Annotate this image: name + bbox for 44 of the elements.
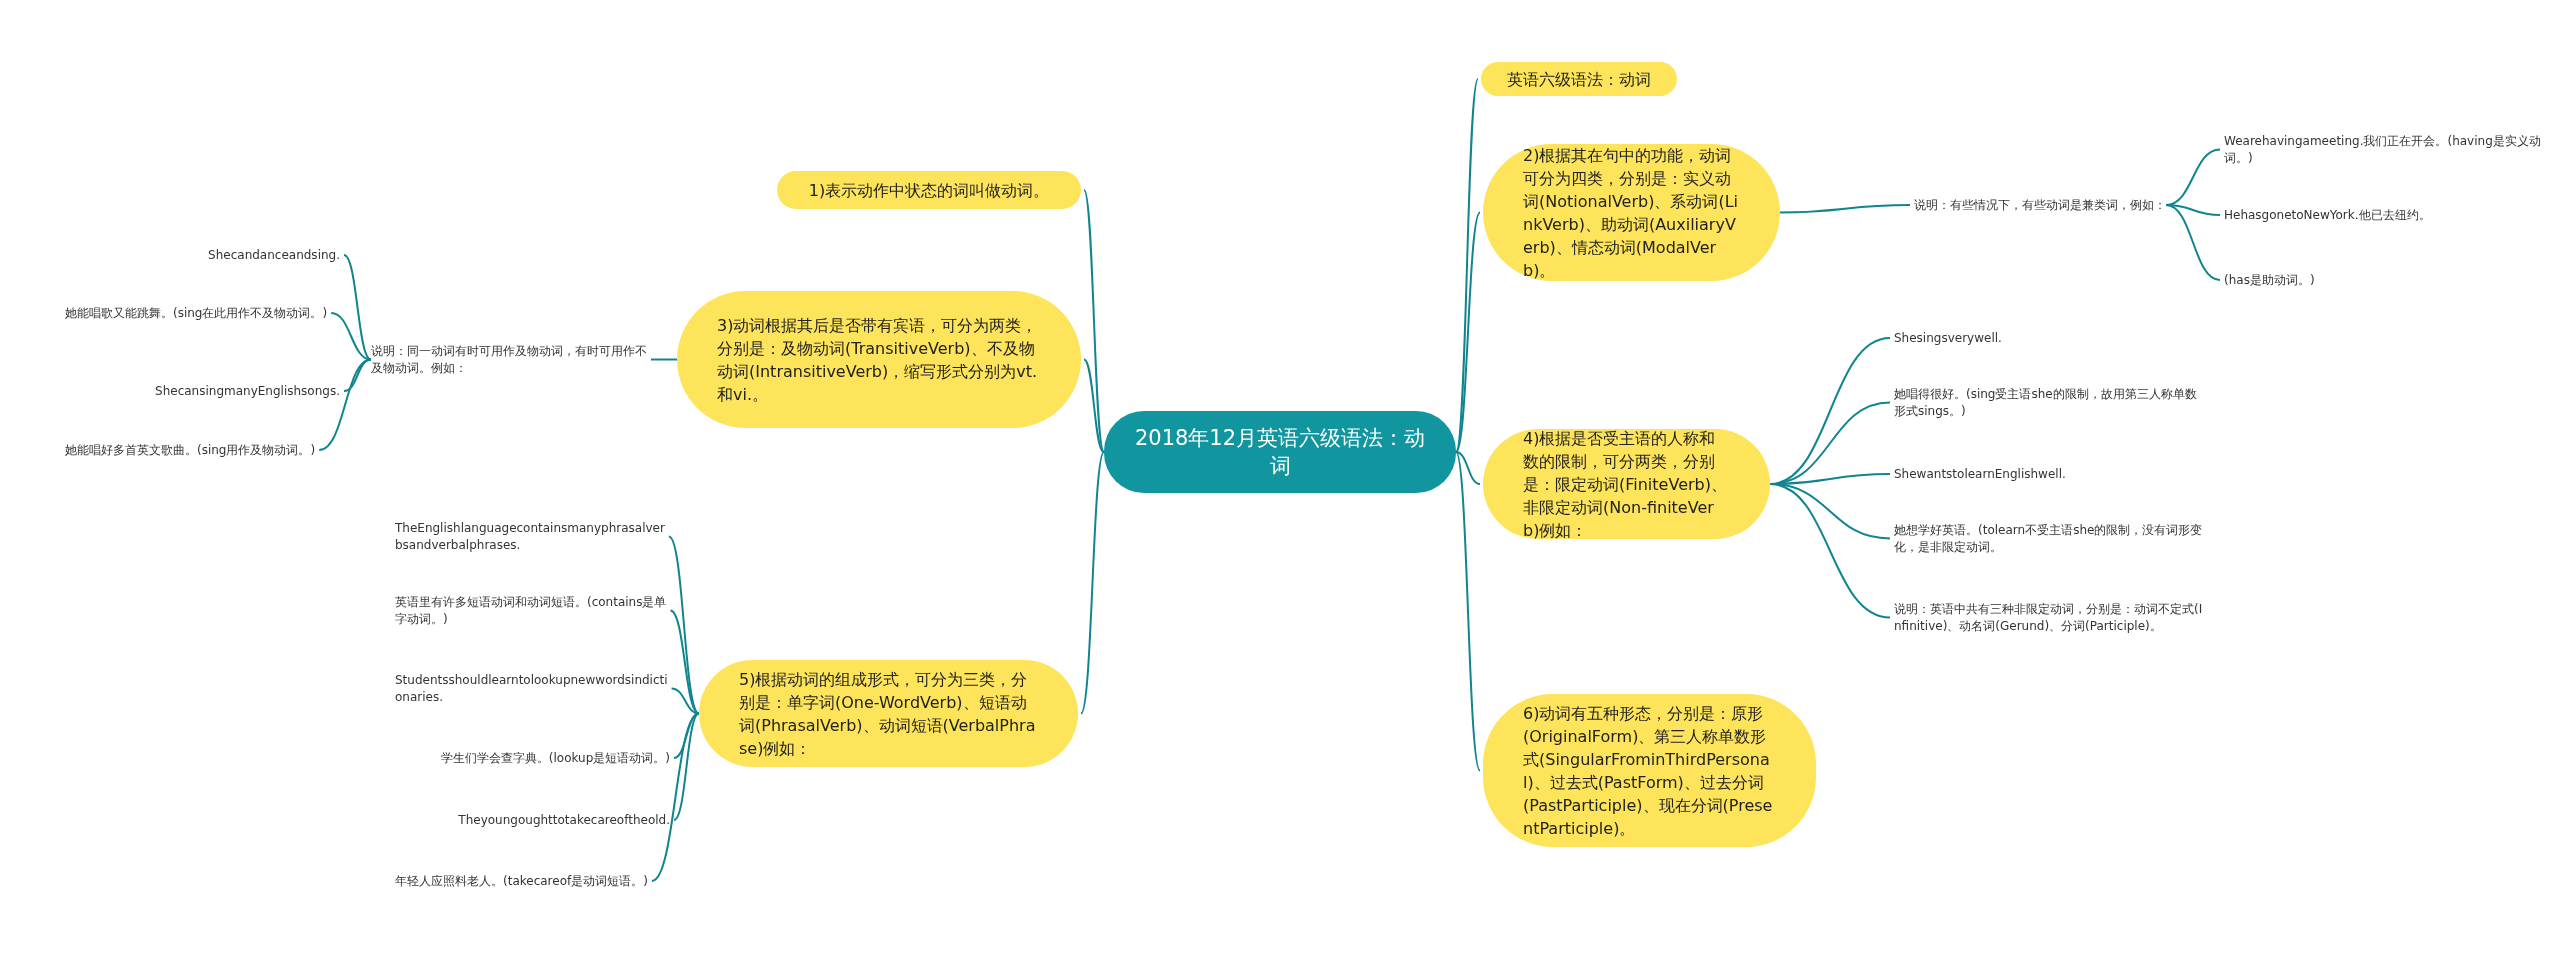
branch-line xyxy=(2165,204,2221,281)
branch-line xyxy=(1455,451,1481,772)
example-text: Shecandanceandsing. xyxy=(65,247,340,264)
topic-pill: 1)表示动作中状态的词叫做动词。 xyxy=(777,171,1081,209)
branch-line xyxy=(343,254,372,361)
topic-pill: 6)动词有五种形态，分别是：原形(OriginalForm)、第三人称单数形式(SingularFrominThirdPersonal)、过去式(PastForm)、过去分词(PastParticiple)、现在分词(PresentParticiple)。 xyxy=(1483,694,1816,847)
example-text: Theyoungoughttotakecareoftheold. xyxy=(395,812,670,829)
central-topic: 2018年12月英语六级语法：动词 xyxy=(1104,411,1456,493)
example-text: 她想学好英语。(tolearn不受主语she的限制，没有词形变化，是非限定动词。 xyxy=(1894,522,2204,556)
note-text: 说明：同一动词有时可用作及物动词，有时可用作不及物动词。例如： xyxy=(371,343,653,377)
topic-pill: 5)根据动词的组成形式，可分为三类，分别是：单字词(One-WordVerb)、短语动词(PhrasalVerb)、动词短语(VerbalPhrase)例如： xyxy=(699,660,1078,767)
branch-line xyxy=(330,312,372,361)
note-text: 说明：英语中共有三种非限定动词，分别是：动词不定式(Infinitive)、动名词(Gerund)、分词(Participle)。 xyxy=(1894,601,2204,635)
example-text: Studentsshouldlearntolookupnewwordsindictionaries. xyxy=(395,672,670,706)
example-text: Wearehavingameeting.我们正在开会。(having是实义动词。) xyxy=(2224,133,2554,167)
example-text: 她能唱歌又能跳舞。(sing在此用作不及物动词。) xyxy=(65,305,340,322)
branch-line xyxy=(1455,211,1481,453)
branch-line xyxy=(1083,358,1105,453)
example-text: TheEnglishlanguagecontainsmanyphrasalverbsandverbalphrases. xyxy=(395,520,670,554)
example-text: HehasgonetoNewYork.他已去纽约。 xyxy=(2224,207,2554,224)
branch-line xyxy=(650,358,678,361)
branch-line xyxy=(1083,189,1105,453)
branch-line xyxy=(1080,451,1105,715)
note-text: 说明：有些情况下，有些动词是兼类词，例如： xyxy=(1914,197,2199,214)
example-text: 她唱得很好。(sing受主语she的限制，故用第三人称单数形式sings。) xyxy=(1894,386,2204,420)
branch-line xyxy=(669,609,700,715)
topic-pill: 2)根据其在句中的功能，动词可分为四类，分别是：实义动词(NotionalVerb)、系动词(LinkVerb)、助动词(AuxiliaryVerb)、情态动词(ModalVerb)。 xyxy=(1483,144,1780,281)
branch-line xyxy=(1455,451,1481,485)
branch-line xyxy=(1779,204,1911,214)
example-text: ShewantstolearnEnglishwell. xyxy=(1894,466,2204,483)
topic-pill: 3)动词根据其后是否带有宾语，可分为两类，分别是：及物动词(TransitiveVerb)、不及物动词(IntransitiveVerb)，缩写形式分别为vt.和vi.。 xyxy=(677,291,1081,428)
example-text: 英语里有许多短语动词和动词短语。(contains是单字动词。) xyxy=(395,594,670,628)
example-text: 学生们学会查字典。(lookup是短语动词。) xyxy=(395,750,670,767)
example-text: ShecansingmanyEnglishsongs. xyxy=(65,383,340,400)
example-text: (has是助动词。) xyxy=(2224,272,2554,289)
branch-line xyxy=(318,358,372,451)
example-text: 她能唱好多首英文歌曲。(sing用作及物动词。) xyxy=(65,442,340,459)
topic-pill: 4)根据是否受主语的人称和数的限制，可分两类，分别是：限定动词(FiniteVerb)、非限定动词(Non-finiteVerb)例如： xyxy=(1483,429,1770,539)
branch-line xyxy=(1455,78,1479,453)
branch-line xyxy=(1769,483,1891,619)
example-text: 年轻人应照料老人。(takecareof是动词短语。) xyxy=(395,873,670,890)
branch-line xyxy=(673,712,700,821)
topic-pill: 英语六级语法：动词 xyxy=(1481,62,1677,96)
example-text: Shesingsverywell. xyxy=(1894,330,2204,347)
